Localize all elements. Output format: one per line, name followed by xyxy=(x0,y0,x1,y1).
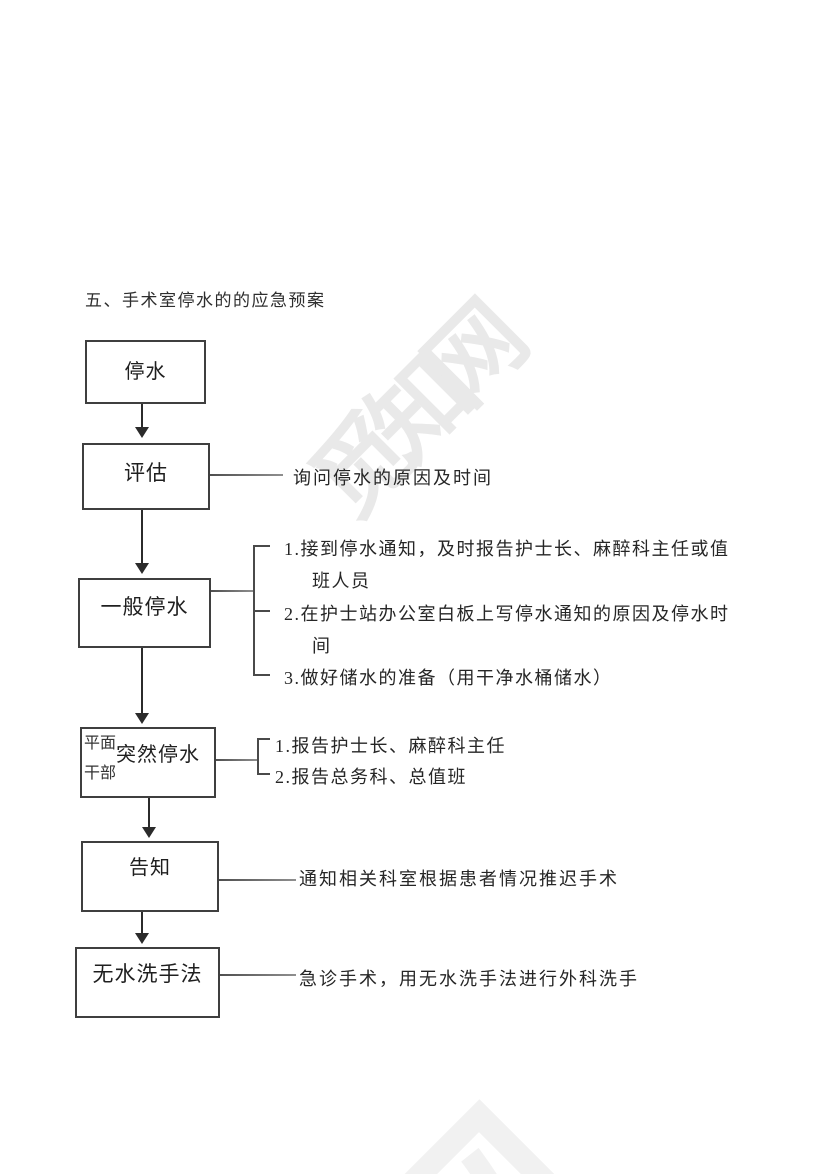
annotation-sudden-item-2: 2.报告总务科、总值班 xyxy=(275,767,467,787)
annotation-general-line-5: 3.做好储水的准备（用干净水桶储水） xyxy=(284,668,613,688)
flow-arrow-line xyxy=(141,404,143,428)
flow-box-label: 告知 xyxy=(129,857,171,879)
annotation-inform: 通知相关科室根据患者情况推迟手术 xyxy=(299,869,619,889)
flow-box-general-outage: 一般停水 xyxy=(78,578,211,648)
annotation-general-line-4: 间 xyxy=(312,636,332,656)
flow-arrowhead-icon xyxy=(135,563,149,574)
flow-arrow-line xyxy=(141,912,143,934)
bracket-sudden-tick xyxy=(257,738,270,740)
stray-text-left: 干部 xyxy=(84,765,117,782)
connector-line-inform xyxy=(219,879,296,881)
annotation-general-line-1: 1.接到停水通知，及时报告护士长、麻醉科主任或值 xyxy=(284,539,730,559)
watermark-text: 觅知网 xyxy=(292,292,538,538)
flow-box-label: 无水洗手法 xyxy=(92,963,203,986)
bracket-general-tick xyxy=(253,545,270,547)
connector-line-assess xyxy=(210,474,283,476)
flow-box-inform: 告知 xyxy=(81,841,219,912)
flow-box-assess: 评估 xyxy=(82,443,210,510)
annotation-nowater: 急诊手术，用无水洗手法进行外科洗手 xyxy=(299,969,639,989)
bracket-sudden xyxy=(257,738,259,775)
flow-arrowhead-icon xyxy=(135,933,149,944)
annotation-general-line-3: 2.在护士站办公室白板上写停水通知的原因及停水时 xyxy=(284,604,730,624)
flow-arrowhead-icon xyxy=(135,713,149,724)
connector-line-sudden xyxy=(216,759,258,761)
page-title: 五、手术室停水的的应急预案 xyxy=(85,291,326,310)
flow-box-label: 评估 xyxy=(124,462,168,485)
connector-line-nowater xyxy=(220,974,296,976)
flow-box-water-outage: 停水 xyxy=(85,340,206,404)
flow-box-label: 停水 xyxy=(124,361,167,383)
annotation-assess: 询问停水的原因及时间 xyxy=(293,468,493,488)
bracket-general-tick xyxy=(253,674,270,676)
flow-arrowhead-icon xyxy=(135,427,149,438)
flow-box-sudden-outage: 平面 突然停水 干部 xyxy=(80,727,216,798)
bracket-general-tick xyxy=(253,610,270,612)
annotation-general-line-2: 班人员 xyxy=(312,571,371,591)
watermark-bottom-fragment: 网 xyxy=(313,1068,652,1174)
flow-arrow-line xyxy=(141,648,143,714)
flow-arrow-line xyxy=(141,510,143,564)
flow-box-label: 一般停水 xyxy=(100,596,189,619)
flow-arrowhead-icon xyxy=(142,827,156,838)
flow-box-label: 突然停水 xyxy=(116,744,200,766)
stray-text-top: 平面 xyxy=(84,735,117,752)
annotation-sudden-item-1: 1.报告护士长、麻醉科主任 xyxy=(275,736,506,756)
connector-line-general xyxy=(211,590,254,592)
flow-arrow-line xyxy=(148,798,150,828)
flow-box-waterless-handwash: 无水洗手法 xyxy=(75,947,220,1018)
bracket-sudden-tick xyxy=(257,773,270,775)
